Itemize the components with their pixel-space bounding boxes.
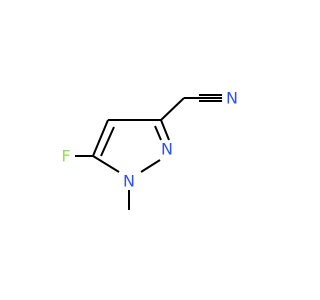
bond-c3-n2-double — [154, 125, 162, 141]
bond-n2-n1 — [140, 159, 161, 173]
nitrogen-n1-label: N — [123, 172, 135, 191]
bond-c4-c5-double — [100, 126, 115, 157]
nitrogen-n2-label: N — [161, 140, 173, 159]
bond-c4-c5 — [92, 119, 109, 157]
molecule-diagram: F N N N — [61, 89, 238, 210]
atom-labels: F N N N — [61, 89, 238, 191]
bond-c3-n2 — [160, 119, 170, 141]
bond-c3-ch2 — [160, 97, 185, 121]
bond-c5-n1 — [92, 155, 120, 173]
fluorine-atom-label: F — [61, 147, 70, 166]
bonds — [75, 94, 222, 210]
nitrile-nitrogen-label: N — [226, 89, 238, 108]
